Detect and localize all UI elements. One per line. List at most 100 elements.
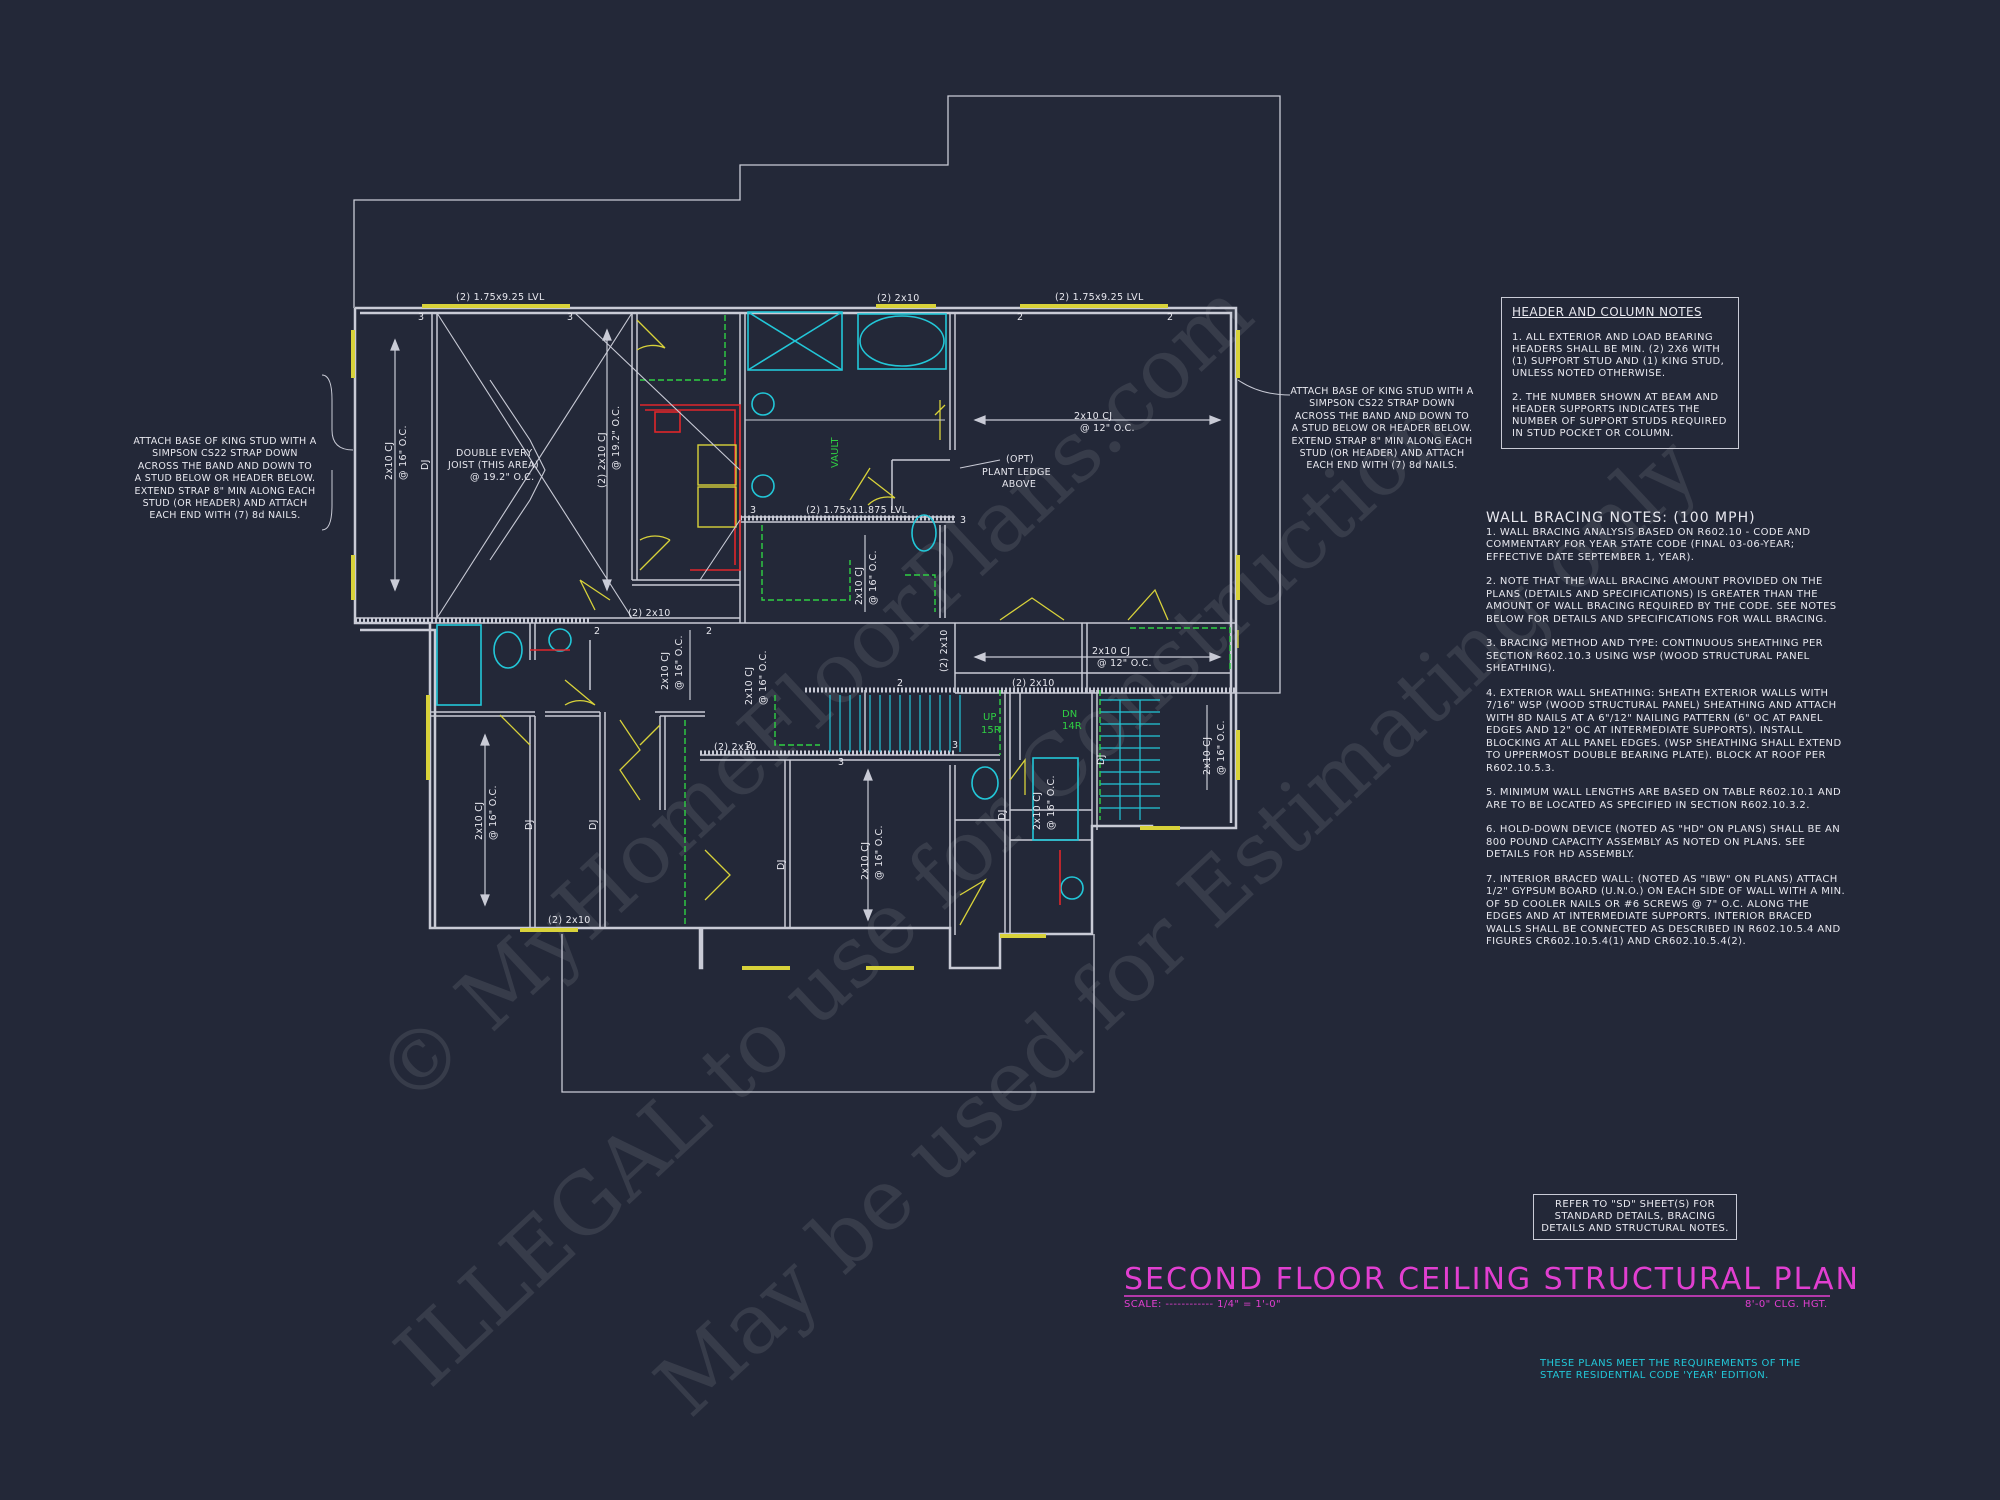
- bracing-note-7: 7. INTERIOR BRACED WALL: (NOTED AS "IBW"…: [1486, 873, 1846, 948]
- stair-down: [1100, 699, 1160, 820]
- cabinets: [530, 404, 1061, 905]
- support-count: 3: [960, 515, 966, 526]
- joist-label-cj-left: 2x10 CJ: [384, 442, 395, 480]
- stair-dn-label: DN: [1062, 709, 1077, 720]
- vault-label: VAULT: [830, 436, 841, 468]
- beam-label-top-mid: (2) 2x10: [877, 293, 920, 304]
- stair-dn-count: 14R: [1062, 721, 1082, 732]
- joist-label-oc-bath: @ 16" O.C.: [1046, 775, 1057, 830]
- bracing-notes-title: WALL BRACING NOTES: (100 MPH): [1486, 510, 1756, 526]
- callout-left-line: A STUD BELOW OR HEADER BELOW.: [135, 473, 316, 484]
- joist-label-oc-mid-right: @ 12" O.C.: [1097, 658, 1152, 669]
- callout-right-line: SIMPSON CS22 STRAP DOWN: [1309, 398, 1455, 409]
- callout-right: ATTACH BASE OF KING STUD WITH A SIMPSON …: [1290, 386, 1473, 471]
- plumbing-fixtures: [436, 311, 1084, 900]
- plan-labels: (2) 1.75x9.25 LVL (2) 2x10 (2) 1.75x9.25…: [384, 292, 1227, 926]
- header-notes-title: HEADER AND COLUMN NOTES: [1512, 305, 1703, 319]
- joist-label-oc-right: @ 16" O.C.: [1216, 720, 1227, 775]
- appliances: [697, 444, 737, 528]
- callout-right-line: EXTEND STRAP 8" MIN ALONG EACH: [1292, 436, 1473, 447]
- joist-label-cj-bed-left: 2x10 CJ: [474, 802, 485, 840]
- joist-label-cj-bath: 2x10 CJ: [1032, 792, 1043, 830]
- joist-label-cj-hall-2: 2x10 CJ: [744, 667, 755, 705]
- beam-label-2x10-b: (2) 2x10: [1012, 678, 1055, 689]
- support-count: 3: [418, 312, 424, 323]
- joist-label-dj-left: DJ: [420, 459, 431, 470]
- support-count: 3: [838, 757, 844, 768]
- beam-label-2x10-v: (2) 2x10: [939, 629, 950, 672]
- code-note-line: STATE RESIDENTIAL CODE 'YEAR' EDITION.: [1540, 1370, 1769, 1381]
- header-note-2: 2. THE NUMBER SHOWN AT BEAM AND HEADER S…: [1512, 392, 1727, 439]
- bracing-note-3: 3. BRACING METHOD AND TYPE: CONTINUOUS S…: [1486, 638, 1824, 674]
- plan-title: SECOND FLOOR CEILING STRUCTURAL PLAN: [1124, 1262, 1860, 1297]
- double-joist-l3: @ 19.2" O.C.: [470, 472, 534, 483]
- joist-label-oc-hall-2: @ 16" O.C.: [758, 650, 769, 705]
- callout-left-line: SIMPSON CS22 STRAP DOWN: [152, 448, 298, 459]
- beam-label-2x10-d: (2) 2x10: [548, 915, 591, 926]
- support-count: 2: [897, 678, 903, 689]
- joist-label-cj-right: 2x10 CJ: [1202, 737, 1213, 775]
- double-joist-l1: DOUBLE EVERY: [456, 448, 532, 459]
- joist-label-dj-bed-2: DJ: [588, 819, 599, 830]
- joist-label-cj-center: 2x10 CJ: [854, 567, 865, 605]
- callout-left: ATTACH BASE OF KING STUD WITH A SIMPSON …: [133, 436, 316, 521]
- headers: [351, 304, 1240, 970]
- beam-label-mid: (2) 1.75x11.875 LVL: [806, 505, 908, 516]
- code-note: THESE PLANS MEET THE REQUIREMENTS OF THE…: [1540, 1358, 1801, 1382]
- callout-right-line: STUD (OR HEADER) AND ATTACH: [1300, 448, 1465, 459]
- plan-scale: SCALE: ------------ 1/4" = 1'-0": [1124, 1299, 1281, 1310]
- callout-left-line: ACROSS THE BAND AND DOWN TO: [138, 461, 312, 472]
- refer-note-line: DETAILS AND STRUCTURAL NOTES.: [1541, 1223, 1729, 1234]
- joist-label-cj-top-right: 2x10 CJ: [1074, 411, 1112, 422]
- joist-label-2x2x10: (2) 2x10 CJ: [597, 432, 608, 488]
- support-count: 2: [746, 740, 752, 751]
- braced-wall-lines: [640, 312, 1231, 925]
- joist-label-oc-hall: @ 16" O.C.: [674, 635, 685, 690]
- callout-leaders: [321, 374, 1291, 531]
- joist-arrows: [390, 328, 1222, 922]
- joist-label-dj-bath: DJ: [997, 809, 1008, 820]
- joist-label-oc-center: @ 16" O.C.: [868, 550, 879, 605]
- support-count: 2: [1017, 312, 1023, 323]
- joist-label-oc-bed-center: @ 16" O.C.: [874, 825, 885, 880]
- joist-label-dj-bed-3: DJ: [776, 859, 787, 870]
- joist-label-cj-bed-center: 2x10 CJ: [860, 842, 871, 880]
- plant-ledge-l1: (OPT): [1006, 454, 1034, 465]
- callout-left-line: STUD (OR HEADER) AND ATTACH: [143, 498, 308, 509]
- roof-outline: [353, 95, 1281, 1093]
- joist-label-cj-hall: 2x10 CJ: [660, 652, 671, 690]
- joist-label-dj-bed-1: DJ: [524, 819, 535, 830]
- refer-note-line: REFER TO "SD" SHEET(S) FOR: [1555, 1199, 1715, 1210]
- callout-right-line: ACROSS THE BAND AND DOWN TO: [1295, 411, 1469, 422]
- callout-right-line: EACH END WITH (7) 8d NAILS.: [1306, 460, 1457, 471]
- callout-left-line: EACH END WITH (7) 8d NAILS.: [149, 510, 300, 521]
- green-labels: VAULT UP 15R DN 14R: [830, 436, 1082, 736]
- framing-diagonals: [436, 312, 945, 619]
- double-joist-l2: JOIST (THIS AREA): [447, 460, 539, 471]
- door-swings: [499, 319, 1239, 926]
- wall-bracing-notes: WALL BRACING NOTES: (100 MPH) 1. WALL BR…: [1486, 510, 1846, 961]
- interior-walls: [355, 313, 1236, 935]
- bracing-note-6: 6. HOLD-DOWN DEVICE (NOTED AS "HD" ON PL…: [1486, 824, 1841, 860]
- beam-label-top-left: (2) 1.75x9.25 LVL: [456, 292, 545, 303]
- joist-label-oc-bed-left: @ 16" O.C.: [488, 785, 499, 840]
- bracing-note-1: 1. WALL BRACING ANALYSIS BASED ON R602.1…: [1486, 526, 1811, 563]
- support-count: 2: [706, 626, 712, 637]
- refer-note: REFER TO "SD" SHEET(S) FOR STANDARD DETA…: [1533, 1194, 1737, 1240]
- callout-right-line: A STUD BELOW OR HEADER BELOW.: [1292, 423, 1473, 434]
- wall-hatching: [355, 515, 1236, 756]
- beam-label-2x10-c: (2) 2x10: [714, 742, 757, 753]
- support-count: 2: [1167, 312, 1173, 323]
- stair-up-label: UP: [983, 712, 996, 723]
- bracing-note-2: 2. NOTE THAT THE WALL BRACING AMOUNT PRO…: [1486, 576, 1837, 625]
- callout-right-line: ATTACH BASE OF KING STUD WITH A: [1290, 386, 1473, 397]
- stair-up: [829, 695, 961, 752]
- code-note-line: THESE PLANS MEET THE REQUIREMENTS OF THE: [1540, 1358, 1801, 1369]
- beam-label-2x10-a: (2) 2x10: [628, 608, 671, 619]
- support-count: 2: [594, 626, 600, 637]
- joist-label-oc-top-right: @ 12" O.C.: [1080, 423, 1135, 434]
- bracing-note-4: 4. EXTERIOR WALL SHEATHING: SHEATH EXTER…: [1486, 687, 1842, 774]
- stair-up-count: 15R: [981, 725, 1001, 736]
